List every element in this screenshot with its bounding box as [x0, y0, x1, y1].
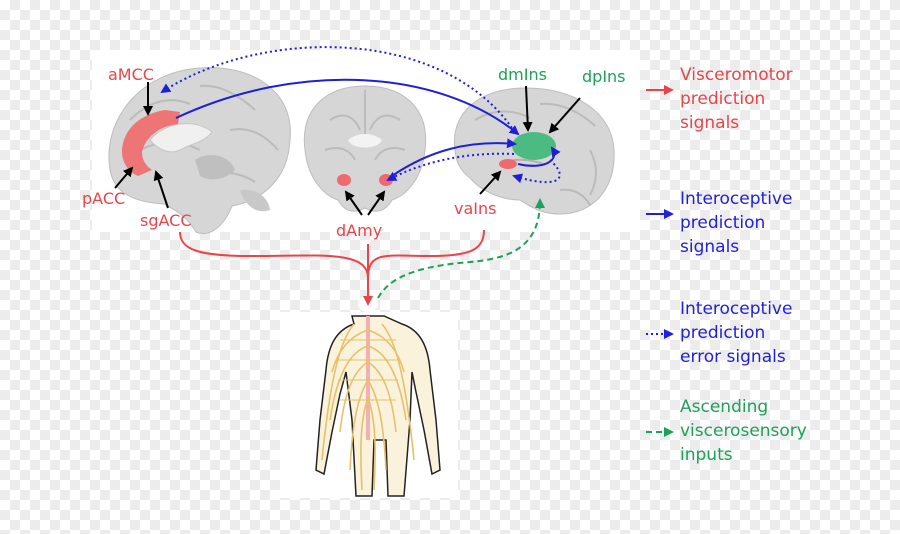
legend-visceromotor-line3: signals — [680, 113, 739, 133]
label-dmins: dmIns — [498, 65, 547, 84]
legend-interoceptive-line1: Interoceptive — [680, 189, 792, 209]
arrow-vains-to-dpins — [517, 146, 561, 167]
amygdala-right — [379, 174, 393, 186]
legend-viscerosensory-line2: viscerosensory — [680, 421, 807, 441]
cingulate-highlight — [122, 110, 180, 176]
label-pacc: pACC — [82, 189, 125, 208]
label-damy: dAmy — [336, 221, 382, 240]
pointer-pacc — [114, 166, 134, 189]
label-amcc: aMCC — [108, 65, 154, 84]
label-sgacc: sgACC — [140, 211, 192, 230]
lateral-brain — [453, 87, 615, 215]
arrow-body-to-dpins — [377, 198, 545, 299]
visceromotor-arrows — [179, 229, 485, 306]
interoceptive-prediction-arrows — [175, 78, 561, 177]
pointer-vains — [479, 170, 502, 195]
legend-error-line3: error signals — [680, 347, 786, 367]
legend-viscerosensory-line3: inputs — [680, 445, 733, 465]
legend-interoceptive-line2: prediction — [680, 213, 765, 233]
legend-error-line1: Interoceptive — [680, 299, 792, 319]
arrow-dpins-to-vains — [512, 159, 561, 184]
arrow-vains-to-body — [367, 229, 485, 279]
legend-visceromotor-line2: prediction — [680, 89, 765, 109]
arrow-acc-to-body — [179, 231, 373, 306]
label-pointers — [114, 82, 581, 216]
legend-interoceptive-line3: signals — [680, 237, 739, 257]
legend-visceromotor-line1: Visceromotor — [680, 65, 793, 85]
legend-viscerosensory-line1: Ascending — [680, 397, 768, 417]
dorsal-insula — [512, 132, 556, 160]
ventral-anterior-insula — [499, 159, 517, 169]
sagittal-brain — [108, 67, 291, 234]
pointer-damy-right — [367, 190, 386, 216]
pointer-sgacc — [153, 170, 169, 209]
prediction-error-arrows — [160, 46, 561, 184]
label-dpins: dpIns — [582, 67, 626, 86]
nervous-system-figure — [280, 296, 458, 498]
pointer-dmins — [522, 85, 533, 132]
arrow-dmins-to-damy — [386, 152, 515, 181]
arrow-amcc-to-dmins — [175, 78, 520, 136]
pointer-damy-left — [344, 190, 363, 216]
legend-error-line2: prediction — [680, 323, 765, 343]
amygdala-left — [337, 174, 351, 186]
legend: Visceromotor prediction signals Interoce… — [646, 65, 807, 465]
arrow-damy-to-dmins — [391, 138, 517, 177]
label-vains: vaIns — [454, 199, 496, 218]
pointer-dpins — [548, 97, 581, 134]
